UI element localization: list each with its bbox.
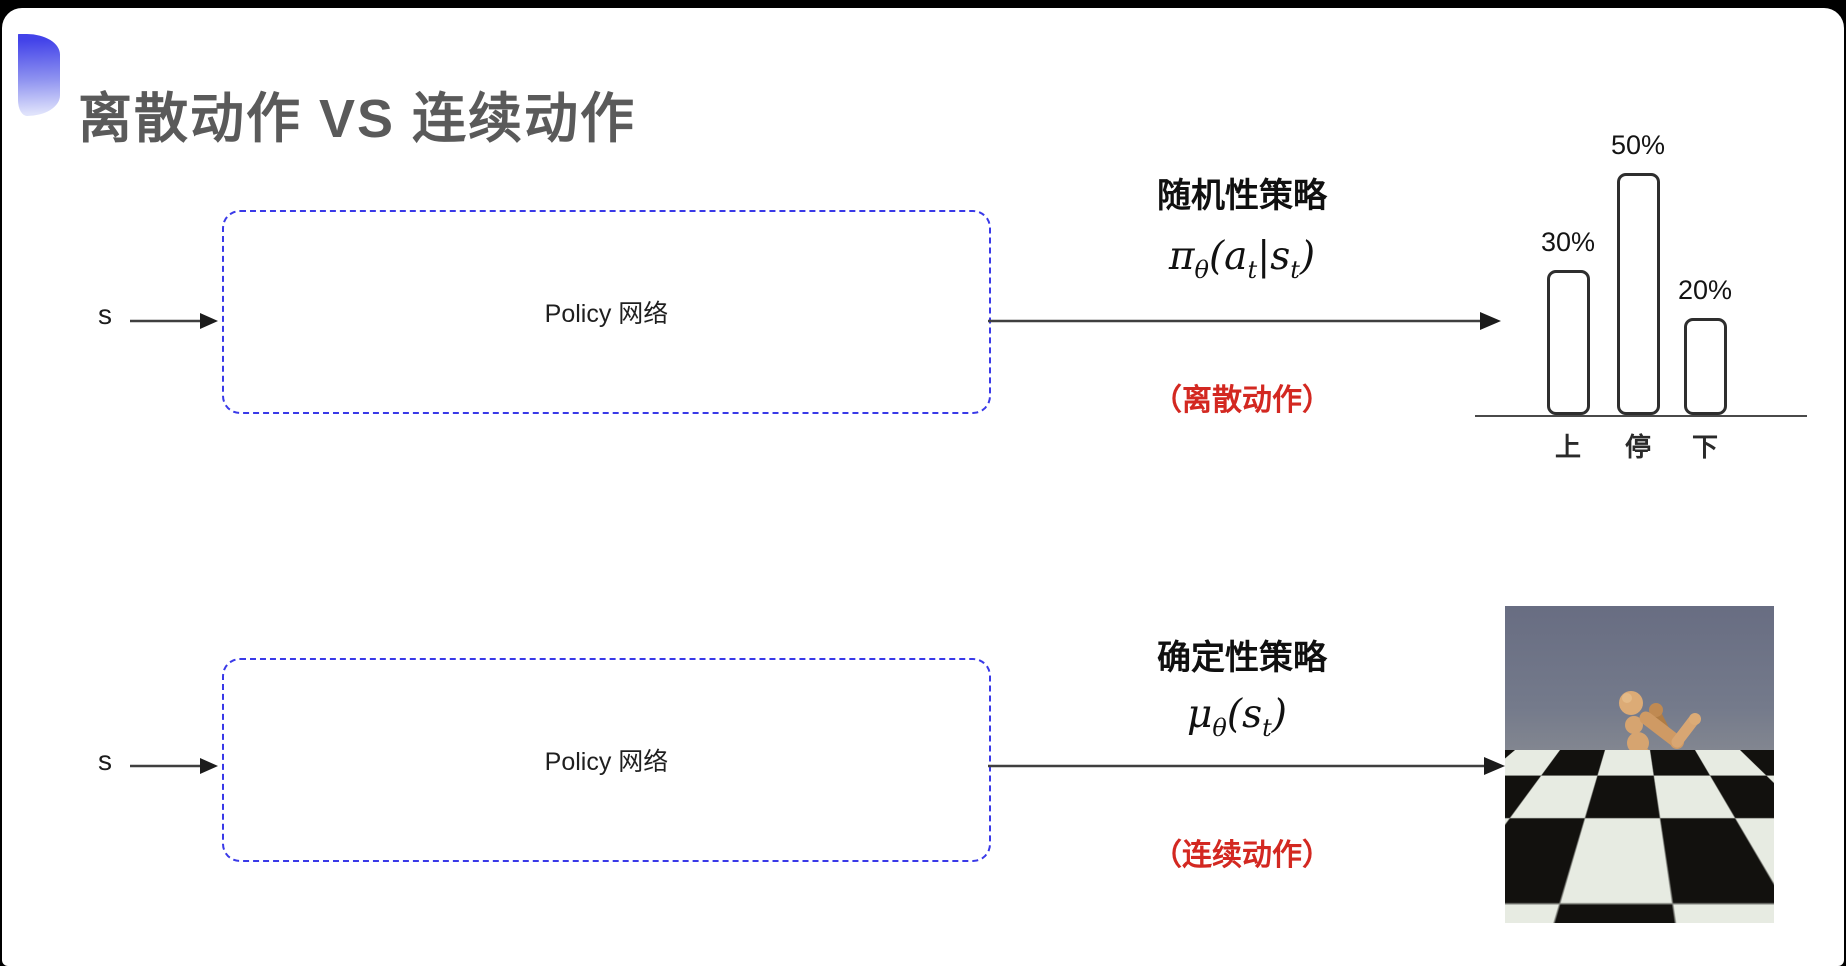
formula-arg1: s: [1242, 692, 1263, 737]
formula-symbol: π: [1168, 234, 1195, 279]
top-border: [0, 0, 1846, 8]
arrow-box-to-policy-bottom: [988, 757, 1505, 775]
bar-category-label: 下: [1691, 432, 1718, 462]
formula-close-paren: ): [1271, 692, 1287, 737]
policy-network-box-top: Policy 网络: [222, 210, 991, 414]
formula-open-paren: (: [1226, 692, 1243, 737]
stochastic-policy-formula: πθ(at|st): [1169, 234, 1315, 284]
formula-arg2: s: [1270, 234, 1291, 279]
bar-value-label: 50%: [1610, 130, 1666, 160]
formula-arg1-sub: t: [1247, 255, 1258, 284]
discrete-action-note: （离散动作）: [1152, 384, 1332, 417]
bar-group-down: 20% 下: [1660, 275, 1750, 462]
bar-group-up: 30% 上: [1523, 227, 1613, 462]
formula-bar: |: [1257, 234, 1271, 279]
deterministic-policy-formula: μθ(st): [1187, 692, 1287, 742]
formula-arg1: a: [1224, 234, 1248, 279]
action-probability-chart: 30% 上 50% 停 20% 下: [1475, 108, 1807, 462]
page-title: 离散动作 VS 连续动作: [78, 89, 637, 150]
bar-category-label: 上: [1554, 432, 1581, 462]
humanoid-robot-figure: [1573, 691, 1701, 874]
state-input-label-top: s: [98, 299, 112, 330]
arrow-box-to-policy-top: [988, 312, 1501, 330]
formula-arg2-sub: t: [1290, 255, 1300, 284]
bar-value-label: 30%: [1540, 227, 1596, 257]
title-bullet-icon: [18, 34, 60, 116]
deterministic-policy-title: 确定性策略: [1157, 639, 1327, 677]
bar-group-stop: 50% 停: [1593, 130, 1683, 462]
humanoid-simulation-image: [1505, 606, 1774, 923]
bar-down: [1683, 318, 1727, 415]
formula-open-paren: (: [1208, 234, 1225, 279]
formula-arg1-sub: t: [1262, 713, 1272, 742]
formula-close-paren: ): [1299, 234, 1316, 279]
state-input-label-bottom: s: [98, 745, 112, 776]
formula-symbol-sub: θ: [1194, 255, 1209, 284]
bar-value-label: 20%: [1677, 275, 1733, 305]
bar-stop: [1616, 173, 1660, 415]
arrow-s-to-box-top: [130, 313, 218, 329]
chart-baseline: [1475, 415, 1807, 417]
arrow-s-to-box-bottom: [130, 758, 218, 774]
bar-category-label: 停: [1624, 432, 1651, 462]
slide-sheet: 离散动作 VS 连续动作 s Policy 网络 随机性策略 πθ(at|st)…: [2, 8, 1844, 966]
bar-up: [1546, 270, 1590, 415]
policy-network-box-bottom: Policy 网络: [222, 658, 991, 862]
policy-network-label-bottom: Policy 网络: [544, 748, 669, 776]
stochastic-policy-title: 随机性策略: [1157, 177, 1327, 215]
formula-symbol: μ: [1187, 692, 1213, 737]
floor-glow: [1533, 877, 1693, 923]
formula-symbol-sub: θ: [1212, 713, 1227, 742]
policy-network-label-top: Policy 网络: [544, 300, 669, 328]
continuous-action-note: （连续动作）: [1152, 839, 1332, 872]
